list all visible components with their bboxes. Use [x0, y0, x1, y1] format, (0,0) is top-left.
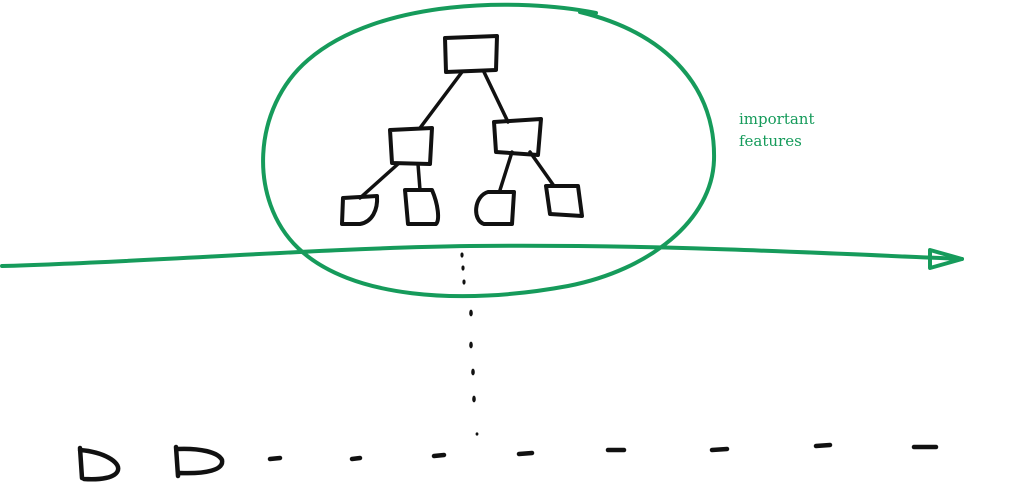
- sequence-node-2: [173, 444, 225, 479]
- tree-leaf-4: [544, 184, 584, 218]
- tree-leaf-2: [403, 188, 441, 226]
- tree-leaf-3: [474, 190, 516, 226]
- sequence-node-1: [77, 445, 121, 482]
- tree-leaf-1: [340, 194, 380, 226]
- annotation-line-2: features: [739, 132, 802, 150]
- tree-edge-right-1: [498, 150, 514, 192]
- tree-edge-right-2: [528, 150, 556, 188]
- tree-edge-left-2: [416, 162, 422, 192]
- important-features-annotation: important features: [739, 108, 849, 152]
- tree-node-right: [492, 117, 543, 157]
- tree-edge-left-1: [358, 162, 400, 200]
- tree-node-left: [388, 126, 434, 166]
- tree-edge-root-right: [482, 70, 510, 124]
- sequence-dashes: [267, 442, 939, 462]
- tree-edge-root-left: [418, 70, 464, 130]
- highlight-ellipse: [261, 2, 717, 299]
- vertical-dotted-line: [460, 252, 479, 436]
- highlight-arrow-head: [928, 248, 964, 270]
- tree-root-node: [443, 34, 499, 74]
- highlight-arrow-line: [0, 243, 964, 268]
- annotation-line-1: important: [739, 110, 815, 128]
